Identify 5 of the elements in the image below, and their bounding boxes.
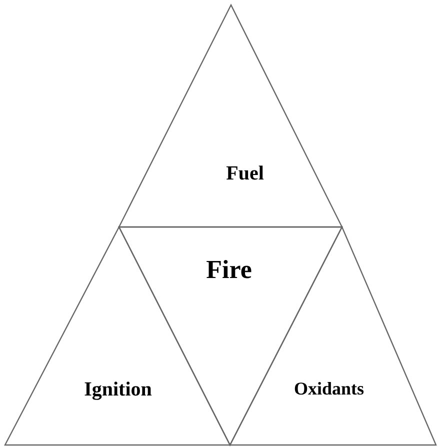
triangle-node [119,5,342,227]
triangle-label: Fuel [226,162,264,186]
triangle-label: Ignition [84,378,152,402]
triangle-label: Oxidants [294,378,364,400]
triangle-label: Fire [206,255,252,285]
